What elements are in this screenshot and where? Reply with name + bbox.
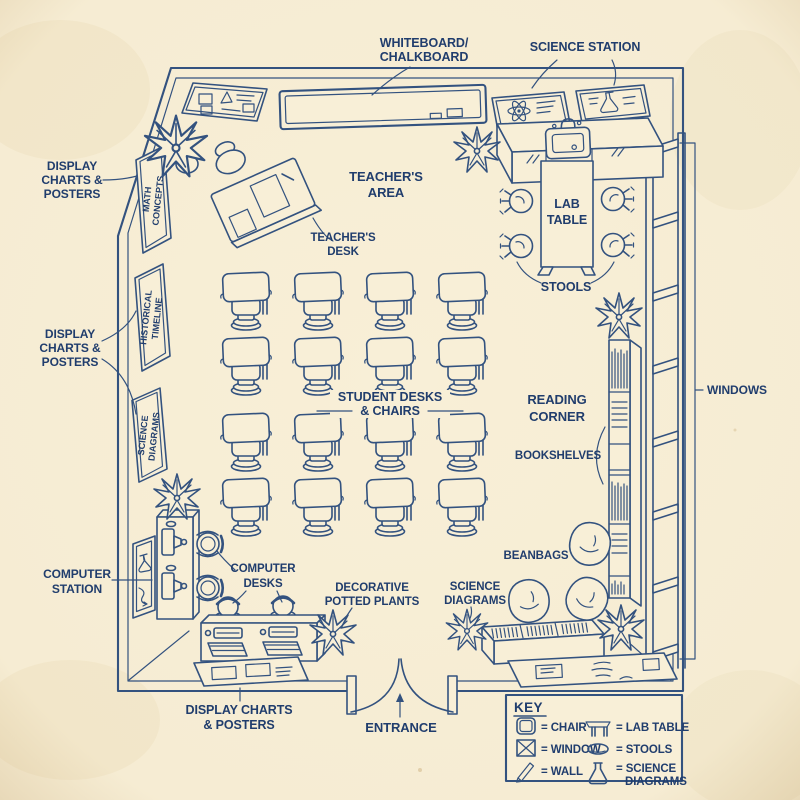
svg-text:DESKS: DESKS: [243, 578, 283, 590]
svg-text:DISPLAY: DISPLAY: [45, 327, 95, 341]
faucet-icon: [560, 118, 576, 130]
label-teachers-area: TEACHER'S AREA: [349, 169, 423, 200]
svg-text:STATION: STATION: [52, 582, 102, 596]
svg-text:DIAGRAMS: DIAGRAMS: [625, 776, 687, 788]
svg-text:BOOKSHELVES: BOOKSHELVES: [515, 450, 602, 462]
whiteboard: [278, 83, 488, 131]
science-diagrams-icon: [588, 762, 608, 785]
label-science-station: SCIENCE STATION: [530, 40, 641, 89]
science-storage-crate: [481, 619, 605, 665]
svg-text:= LAB TABLE: = LAB TABLE: [616, 722, 690, 734]
stools-icon: [587, 743, 609, 755]
svg-text:= CHAIR: = CHAIR: [541, 722, 587, 734]
chair-icon: [516, 717, 536, 735]
svg-text:= SCIENCE: = SCIENCE: [616, 763, 677, 775]
flask-icon: [588, 91, 636, 114]
svg-text:= WALL: = WALL: [541, 766, 583, 778]
svg-text:TIMELINE: TIMELINE: [150, 297, 164, 340]
label-teachers-desk: TEACHER'S DESK: [310, 217, 376, 258]
svg-text:POSTERS: POSTERS: [42, 355, 99, 369]
label-display-charts-mid: DISPLAY CHARTS & POSTERS: [39, 310, 137, 415]
label-computer-desks: COMPUTER DESKS: [216, 550, 296, 604]
svg-text:= WINDOW: = WINDOW: [541, 744, 601, 756]
science-counter: [496, 117, 664, 184]
svg-text:= STOOLS: = STOOLS: [616, 744, 673, 756]
svg-text:SCIENCE: SCIENCE: [136, 415, 150, 456]
svg-text:MATH: MATH: [141, 186, 154, 212]
svg-text:COMPUTER: COMPUTER: [43, 567, 111, 581]
atom-icon: [507, 100, 531, 122]
svg-text:LAB: LAB: [554, 197, 579, 211]
label-display-charts-bottom: DISPLAY CHARTS & POSTERS: [186, 687, 293, 732]
floor-mat-posters-left: [193, 656, 309, 687]
computer-desk-horizontal: [200, 594, 326, 662]
key-title: KEY: [514, 700, 543, 715]
svg-text:AREA: AREA: [368, 185, 405, 200]
lab-table: LAB TABLE: [537, 160, 596, 276]
wall-poster-science-diagrams: SCIENCE DIAGRAMS: [131, 387, 168, 483]
label-bookshelves: BOOKSHELVES: [515, 426, 606, 485]
svg-text:STOOLS: STOOLS: [541, 280, 592, 294]
teacher-chair: [214, 141, 246, 175]
svg-text:TEACHER'S: TEACHER'S: [310, 232, 376, 244]
label-reading-corner: READING CORNER: [527, 392, 586, 424]
science-poster-flask: [575, 84, 651, 124]
windows-label: WINDOWS: [707, 383, 767, 397]
label-stools: STOOLS: [516, 261, 615, 294]
wall-poster-computer: [132, 535, 156, 619]
computer-desk-vertical: [156, 509, 200, 620]
label-student-desks: STUDENT DESKS & CHAIRS: [316, 390, 464, 418]
lab-table-icon: [585, 721, 611, 737]
svg-text:COMPUTER: COMPUTER: [230, 563, 296, 575]
wall-poster-math-concepts: MATH CONCEPTS: [135, 145, 172, 254]
svg-text:CHARTS &: CHARTS &: [39, 341, 101, 355]
entrance-arrow-icon: [396, 693, 404, 702]
svg-text:CHARTS &: CHARTS &: [41, 173, 103, 187]
svg-text:DIAGRAMS: DIAGRAMS: [444, 595, 506, 607]
eraser-icon: [446, 107, 463, 118]
bulletin-board: [181, 82, 268, 122]
label-display-charts-top: DISPLAY CHARTS & POSTERS: [41, 159, 138, 201]
label-whiteboard: WHITEBOARD/ CHALKBOARD: [371, 36, 469, 96]
computer-station: [132, 509, 326, 662]
marker-icon: [429, 112, 442, 120]
window-icon: [516, 739, 536, 757]
entrance-doors: [346, 658, 458, 715]
svg-text:CORNER: CORNER: [529, 409, 585, 424]
label-beanbags: BEANBAGS: [503, 550, 568, 562]
label-computer-station: COMPUTER STATION: [43, 567, 153, 596]
svg-text:DISPLAY CHARTS: DISPLAY CHARTS: [186, 703, 293, 717]
svg-text:& POSTERS: & POSTERS: [203, 718, 274, 732]
bookshelf: [608, 339, 642, 607]
label-science-diagrams-area: SCIENCE DIAGRAMS: [444, 581, 506, 624]
svg-text:DECORATIVE: DECORATIVE: [335, 582, 409, 594]
wall-icon: [515, 762, 535, 783]
label-entrance: ENTRANCE: [365, 693, 437, 735]
sink: [544, 118, 592, 160]
key-box: KEY = CHAIR = WINDOW = WALL = LAB TABLE …: [504, 693, 690, 788]
svg-text:TABLE: TABLE: [547, 213, 587, 227]
svg-text:DISPLAY: DISPLAY: [47, 159, 97, 173]
wall-poster-historical-timeline: HISTORICAL TIMELINE: [134, 263, 171, 372]
svg-text:POSTERS: POSTERS: [44, 187, 101, 201]
svg-text:SCIENCE: SCIENCE: [450, 581, 501, 593]
svg-text:TEACHER'S: TEACHER'S: [349, 169, 423, 184]
svg-text:& CHAIRS: & CHAIRS: [360, 404, 420, 418]
svg-text:CHALKBOARD: CHALKBOARD: [380, 50, 469, 64]
label-windows: WINDOWS: [679, 142, 767, 660]
svg-text:WHITEBOARD/: WHITEBOARD/: [380, 36, 469, 50]
teacher-desk: [210, 141, 322, 249]
svg-text:READING: READING: [527, 392, 586, 407]
svg-text:SCIENCE STATION: SCIENCE STATION: [530, 40, 641, 54]
floor-mat-posters-right: [507, 652, 678, 688]
svg-text:STUDENT DESKS: STUDENT DESKS: [338, 390, 442, 404]
svg-text:ENTRANCE: ENTRANCE: [365, 720, 437, 735]
svg-text:POTTED PLANTS: POTTED PLANTS: [325, 596, 420, 608]
svg-text:DESK: DESK: [327, 246, 359, 258]
window-wall: [645, 132, 686, 669]
